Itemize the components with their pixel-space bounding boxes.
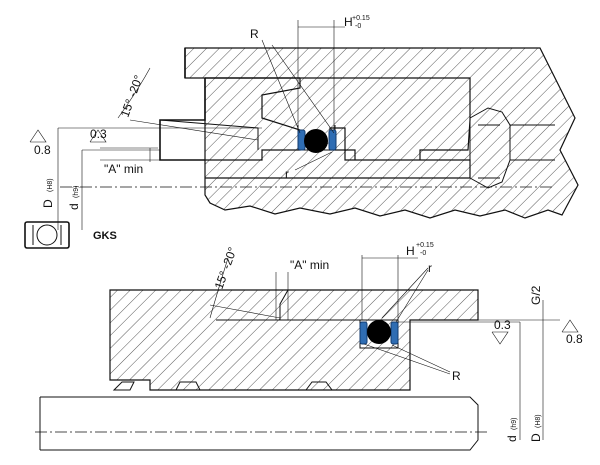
- top-guide-ring-left: [297, 129, 306, 151]
- top-o-ring: [304, 129, 328, 153]
- top-label-H: H: [344, 15, 353, 29]
- top-label-finish-08: 0.8: [34, 143, 51, 157]
- bottom-finish-03: [491, 331, 509, 345]
- bottom-angle-leader: [209, 304, 281, 319]
- bottom-dim-G2: [398, 300, 560, 335]
- top-view: R H +0.15 -0 15° -20° 0.8 0.3 "A" min r …: [29, 15, 579, 230]
- bottom-label-a-min: "A" min: [290, 258, 329, 272]
- top-dim-D: [57, 127, 262, 230]
- top-leader-r: [294, 151, 333, 171]
- bottom-label-angle: 15° -20°: [212, 245, 240, 291]
- bottom-label-finish-08: 0.8: [566, 332, 583, 346]
- top-dim-d: [81, 149, 160, 230]
- top-label-D: D: [41, 199, 55, 208]
- bottom-leader-r: [381, 267, 429, 323]
- bottom-dim-H: [361, 255, 418, 320]
- top-label-a-min: "A" min: [104, 162, 143, 176]
- bottom-gland-2: [175, 381, 201, 391]
- bottom-label-d-fit: (h9): [511, 418, 518, 430]
- bottom-label-G2: G/2: [529, 285, 543, 305]
- top-finish-08: [29, 129, 47, 143]
- bottom-label-d: d: [505, 435, 519, 442]
- top-housing: [184, 47, 579, 219]
- profile-label: GKS: [93, 230, 117, 242]
- top-label-d-fit: (h9): [73, 186, 80, 198]
- top-label-tol-minus: -0: [355, 23, 361, 30]
- bottom-label-finish-03: 0.3: [494, 318, 511, 332]
- top-label-angle: 15° -20°: [118, 73, 146, 119]
- bottom-view: 15° -20° "A" min H +0.15 -0 r G/2 0.3 0.…: [35, 242, 583, 451]
- top-arc-angle: [117, 67, 151, 119]
- top-label-D-fit: (H8): [47, 178, 54, 192]
- bottom-o-ring: [367, 320, 391, 344]
- bottom-label-tol-plus: +0.15: [416, 242, 434, 249]
- bottom-shaft: [39, 396, 479, 451]
- bottom-guide-ring-right: [390, 321, 399, 345]
- top-finish-03: [89, 129, 107, 143]
- top-tube: [510, 124, 555, 161]
- seal-profile-icon: GKS: [24, 221, 117, 249]
- bottom-leader-R: [363, 343, 451, 375]
- top-angle-leader: [129, 119, 259, 141]
- bottom-arc-angle: [209, 257, 229, 319]
- top-label-R: R: [250, 27, 259, 41]
- top-label-r: r: [285, 167, 289, 181]
- top-dim-A: [100, 147, 258, 162]
- bottom-label-D: D: [529, 433, 543, 442]
- top-dim-H: [297, 20, 345, 130]
- bottom-dim-A: [275, 272, 289, 320]
- bottom-guide-ring-left: [359, 321, 368, 345]
- top-leader-R: [261, 39, 335, 134]
- bottom-label-R: R: [452, 369, 461, 383]
- bottom-finish-08: [561, 319, 579, 333]
- bottom-label-H: H: [406, 244, 415, 258]
- bottom-label-r: r: [428, 261, 432, 275]
- top-label-finish-03: 0.3: [90, 127, 107, 141]
- top-label-tol-plus: +0.15: [352, 15, 370, 22]
- bottom-gland-3: [305, 381, 333, 391]
- bottom-body: [109, 289, 479, 391]
- bottom-gland-1: [112, 381, 135, 391]
- top-guide-ring-right: [328, 129, 337, 151]
- bottom-label-D-fit: (H8): [535, 414, 542, 428]
- top-label-d: d: [67, 203, 81, 210]
- bottom-label-tol-minus: -0: [420, 250, 426, 257]
